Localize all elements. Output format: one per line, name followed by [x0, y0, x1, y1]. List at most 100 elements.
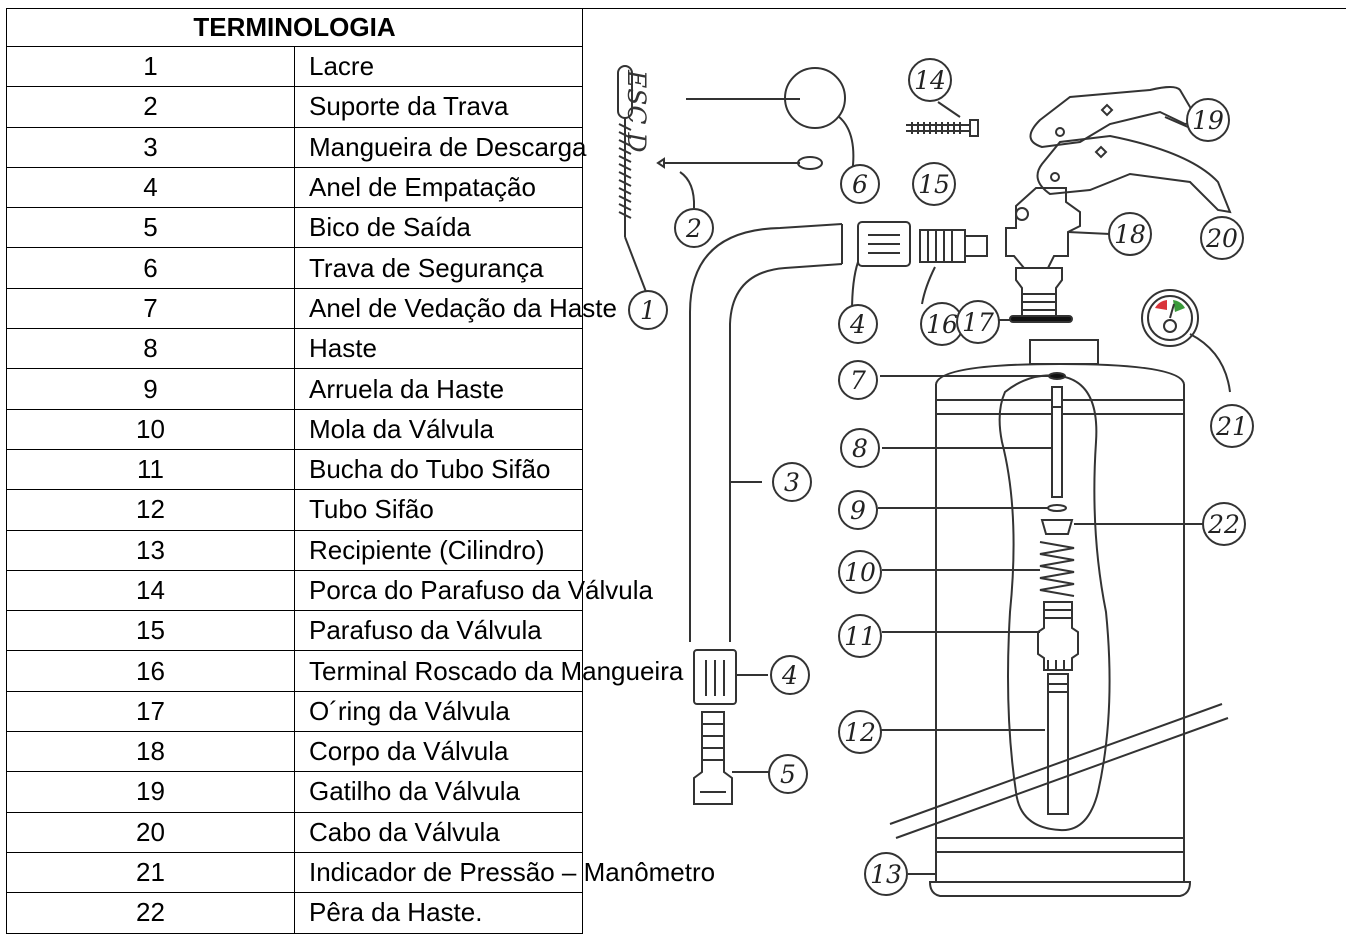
callout-label: 17 — [962, 308, 994, 337]
row-term: Tubo Sifão — [294, 489, 583, 531]
row-number: 5 — [6, 207, 295, 249]
table-header-row: TERMINOLOGIA — [6, 8, 583, 47]
row-number: 22 — [6, 892, 295, 934]
row-term: Terminal Roscado da Mangueira — [294, 650, 683, 692]
row-number: 17 — [6, 690, 295, 733]
seal-part: ESC D — [617, 65, 651, 298]
seal-text: ESC D — [622, 69, 651, 153]
row-number: 1 — [6, 45, 295, 88]
row-number: 19 — [6, 771, 295, 813]
top-rule — [583, 8, 1346, 9]
callout-label: 13 — [870, 860, 902, 889]
row-term: O´ring da Válvula — [294, 690, 583, 733]
callout-label: 18 — [1114, 220, 1146, 249]
callout-label: 2 — [685, 214, 702, 243]
siphon-tube-part — [880, 673, 1069, 815]
row-term: Bucha do Tubo Sifão — [294, 448, 583, 491]
callout-circle — [674, 208, 714, 248]
row-term: Cabo da Válvula — [294, 811, 583, 853]
row-number: 11 — [6, 448, 295, 491]
row-number: 16 — [6, 650, 295, 692]
callout-label: 7 — [850, 366, 866, 395]
callout-label: 21 — [1215, 412, 1248, 441]
callout-label: 12 — [844, 718, 876, 747]
callout-circle — [840, 428, 880, 468]
row-number: 18 — [6, 731, 295, 773]
row-term: Mola da Válvula — [294, 408, 583, 450]
row-number: 20 — [6, 811, 295, 853]
row-number: 3 — [6, 126, 295, 168]
callout-circle — [768, 754, 808, 794]
stem-parts — [878, 372, 1067, 512]
callout-label: 3 — [784, 468, 800, 497]
valve-body-part — [1005, 187, 1111, 323]
callout-label: 11 — [844, 622, 876, 651]
callout-circle — [770, 655, 810, 695]
pressure-gauge-part — [1141, 289, 1231, 393]
callout-label: 10 — [844, 558, 876, 587]
callout-circle — [838, 304, 878, 344]
callout-circle — [956, 300, 1000, 344]
callout-circle — [908, 58, 952, 102]
row-number: 9 — [6, 368, 295, 410]
row-number: 4 — [6, 166, 295, 209]
callout-circle — [838, 710, 882, 754]
row-number: 13 — [6, 529, 295, 571]
cylinder-part — [889, 339, 1229, 897]
row-term: Suporte da Trava — [294, 86, 583, 128]
callout-circle — [1202, 502, 1246, 546]
row-term: Corpo da Válvula — [294, 731, 583, 773]
callout-circle — [1200, 216, 1244, 260]
row-term: Parafuso da Válvula — [294, 610, 583, 652]
row-number: 6 — [6, 247, 295, 289]
callout-label: 15 — [918, 170, 950, 199]
row-term: Anel de Vedação da Haste — [294, 287, 617, 330]
row-number: 7 — [6, 287, 295, 330]
callout-circle — [838, 614, 882, 658]
row-number: 21 — [6, 851, 295, 894]
row-term: Anel de Empatação — [294, 166, 583, 209]
callout-label: 14 — [914, 66, 946, 95]
callout-circle — [838, 360, 878, 400]
callout-circle — [628, 290, 668, 330]
callout-label: 9 — [850, 496, 866, 525]
valve-spring-part — [882, 541, 1075, 597]
callout-label: 4 — [849, 310, 866, 339]
stem-pear-part — [1040, 519, 1204, 535]
callout-circle — [864, 852, 908, 896]
nozzle-part — [693, 711, 770, 805]
row-term: Arruela da Haste — [294, 368, 583, 410]
callout-circle — [912, 162, 956, 206]
row-term: Gatilho da Válvula — [294, 771, 583, 813]
callout-label: 4 — [781, 661, 798, 690]
valve-oring-part — [988, 315, 1073, 323]
callout-circle — [1186, 98, 1230, 142]
callout-label: 8 — [852, 434, 868, 463]
callout-circle — [1108, 212, 1152, 256]
valve-screw-part — [906, 101, 979, 137]
row-term: Mangueira de Descarga — [294, 126, 587, 168]
row-term: Indicador de Pressão – Manômetro — [294, 851, 715, 894]
callout-label: 5 — [780, 760, 796, 789]
row-term: Trava de Segurança — [294, 247, 583, 289]
pin-support-part — [656, 156, 823, 209]
row-term: Porca do Parafuso da Válvula — [294, 569, 653, 612]
valve-handle-part — [1036, 134, 1232, 214]
callout-circle — [840, 164, 880, 204]
safety-pin-part — [686, 67, 855, 175]
